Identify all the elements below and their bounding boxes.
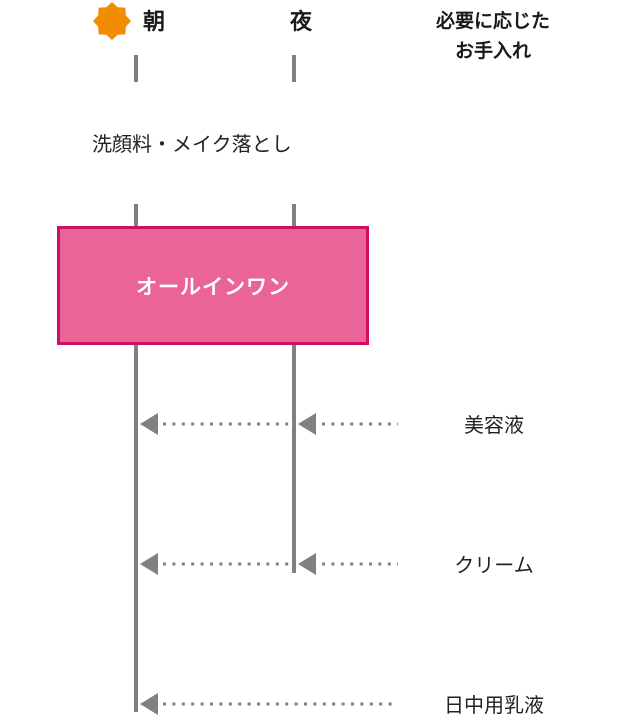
optional-item-serum: 美容液: [464, 413, 524, 437]
all-in-one-box: オールインワン: [57, 226, 369, 345]
optional-care-heading-line1: 必要に応じた: [435, 10, 550, 32]
moon-icon: [258, 4, 280, 39]
optional-care-heading: 必要に応じた お手入れ: [393, 6, 593, 66]
morning-label: 朝: [143, 10, 166, 35]
sun-icon: [93, 2, 131, 40]
all-in-one-label: オールインワン: [136, 274, 290, 299]
arrow-serum: [140, 413, 398, 435]
cleansing-step: 洗顔料・メイク落とし: [92, 132, 292, 156]
optional-item-day-lotion: 日中用乳液: [444, 693, 544, 717]
arrow-cream: [140, 553, 398, 575]
arrow-day-lotion: [140, 693, 398, 715]
night-label: 夜: [290, 10, 313, 35]
optional-care-heading-line2: お手入れ: [454, 40, 531, 62]
optional-item-cream: クリーム: [454, 553, 534, 577]
